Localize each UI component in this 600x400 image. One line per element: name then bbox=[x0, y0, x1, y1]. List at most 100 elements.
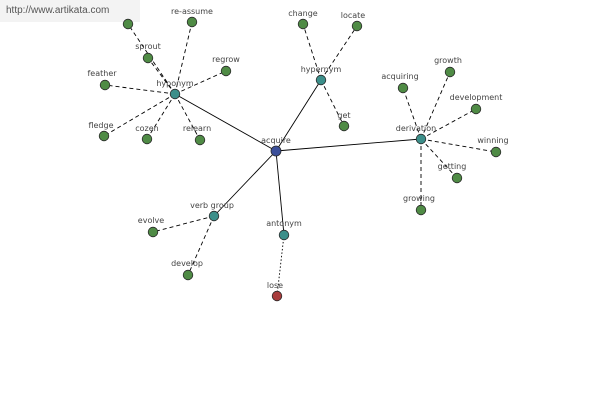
node-label-acquiring: acquiring bbox=[381, 72, 418, 81]
node-derivation[interactable]: derivation bbox=[396, 124, 436, 145]
edge-hyponym-sprout bbox=[147, 57, 176, 95]
node-label-re-assume: re-assume bbox=[171, 7, 213, 16]
node-getting[interactable]: getting bbox=[438, 162, 467, 184]
node-dot-evolve[interactable] bbox=[147, 226, 159, 238]
node-lose[interactable]: lose bbox=[267, 281, 283, 302]
node-feather[interactable]: feather bbox=[87, 69, 117, 91]
node-dot-re-assume[interactable] bbox=[186, 16, 198, 28]
node-dot-relearn[interactable] bbox=[194, 134, 206, 146]
edge-derivation-winning bbox=[420, 138, 497, 153]
nodes-layer: acquire hyponym hypernym derivation verb gro… bbox=[87, 7, 509, 302]
node-label-verb-group: verb group bbox=[190, 201, 234, 210]
node-label-antonym: antonym bbox=[266, 219, 302, 228]
node-label-fledge: fledge bbox=[88, 121, 113, 130]
node-label-growth: growth bbox=[434, 56, 462, 65]
node-label-regrow: regrow bbox=[212, 55, 240, 64]
node-acquiring[interactable]: acquiring bbox=[381, 72, 419, 94]
node-dot-growing[interactable] bbox=[415, 204, 427, 216]
node-dot-hypernym[interactable] bbox=[315, 74, 327, 86]
node-label-development: development bbox=[450, 93, 503, 102]
edge-acquire-verb_group bbox=[213, 150, 277, 217]
node-label-hyponym: hyponym bbox=[156, 79, 194, 88]
node-develop[interactable]: develop bbox=[171, 259, 203, 281]
edge-derivation-development bbox=[420, 108, 477, 140]
node-dot-acquiring[interactable] bbox=[397, 82, 409, 94]
node-sprout[interactable]: sprout bbox=[135, 42, 161, 64]
node-dot-acquire[interactable] bbox=[270, 145, 282, 157]
node-label-acquire: acquire bbox=[261, 136, 291, 145]
node-label-change: change bbox=[288, 9, 318, 18]
edge-hyponym-cozen bbox=[146, 93, 176, 140]
node-label-evolve: evolve bbox=[138, 216, 165, 225]
node-label-lose: lose bbox=[267, 281, 283, 290]
node-re-assume[interactable]: re-assume bbox=[171, 7, 213, 28]
node-dot-hypo-top[interactable] bbox=[122, 18, 134, 30]
edge-hyponym-re_assume bbox=[174, 21, 193, 95]
node-development[interactable]: development bbox=[450, 93, 503, 115]
edge-acquire-hyponym bbox=[174, 93, 277, 152]
node-verb-group[interactable]: verb group bbox=[190, 201, 234, 222]
node-label-feather: feather bbox=[87, 69, 117, 78]
node-dot-growth[interactable] bbox=[444, 66, 456, 78]
edge-acquire-antonym bbox=[275, 150, 285, 236]
node-hyponym[interactable]: hyponym bbox=[156, 79, 194, 100]
node-locate[interactable]: locate bbox=[341, 11, 366, 32]
node-label-sprout: sprout bbox=[135, 42, 160, 51]
edge-acquire-hypernym bbox=[275, 79, 322, 152]
node-dot-antonym[interactable] bbox=[278, 229, 290, 241]
node-dot-cozen[interactable] bbox=[141, 133, 153, 145]
edge-hyponym-relearn bbox=[174, 93, 201, 141]
edge-acquire-derivation bbox=[275, 138, 422, 152]
edge-derivation-acquiring bbox=[402, 87, 422, 140]
edge-derivation-getting bbox=[420, 138, 458, 179]
node-regrow[interactable]: regrow bbox=[212, 55, 240, 77]
node-cozen[interactable]: cozen bbox=[135, 124, 159, 145]
node-change[interactable]: change bbox=[288, 9, 318, 30]
node-hypernym[interactable]: hypernym bbox=[301, 65, 342, 86]
node-evolve[interactable]: evolve bbox=[138, 216, 165, 238]
node-growth[interactable]: growth bbox=[434, 56, 462, 78]
node-dot-getting[interactable] bbox=[451, 172, 463, 184]
node-label-relearn: relearn bbox=[183, 124, 211, 133]
node-dot-feather[interactable] bbox=[99, 79, 111, 91]
edge-hypernym-change bbox=[302, 23, 322, 81]
node-winning[interactable]: winning bbox=[477, 136, 509, 158]
node-fledge[interactable]: fledge bbox=[88, 121, 114, 142]
node-dot-get[interactable] bbox=[338, 120, 350, 132]
node-dot-sprout[interactable] bbox=[142, 52, 154, 64]
node-dot-winning[interactable] bbox=[490, 146, 502, 158]
watermark-url: http://www.artikata.com bbox=[0, 0, 140, 22]
edges-layer bbox=[103, 21, 497, 297]
node-dot-hyponym[interactable] bbox=[169, 88, 181, 100]
edge-hypernym-locate bbox=[320, 25, 358, 81]
node-dot-development[interactable] bbox=[470, 103, 482, 115]
node-antonym[interactable]: antonym bbox=[266, 219, 302, 241]
node-dot-fledge[interactable] bbox=[98, 130, 110, 142]
node-growing[interactable]: growing bbox=[403, 194, 435, 216]
node-dot-develop[interactable] bbox=[182, 269, 194, 281]
node-label-locate: locate bbox=[341, 11, 366, 20]
edge-hyponym-regrow bbox=[174, 70, 227, 95]
node-label-derivation: derivation bbox=[396, 124, 436, 133]
edge-verb_group-develop bbox=[187, 215, 215, 276]
node-label-develop: develop bbox=[171, 259, 203, 268]
node-dot-change[interactable] bbox=[297, 18, 309, 30]
node-hypo-top[interactable] bbox=[122, 18, 134, 30]
node-label-growing: growing bbox=[403, 194, 435, 203]
node-label-cozen: cozen bbox=[135, 124, 158, 133]
node-dot-lose[interactable] bbox=[271, 290, 283, 302]
node-dot-verb-group[interactable] bbox=[208, 210, 220, 222]
edge-hypernym-get bbox=[320, 79, 345, 127]
node-label-getting: getting bbox=[438, 162, 467, 171]
node-relearn[interactable]: relearn bbox=[183, 124, 211, 146]
node-dot-locate[interactable] bbox=[351, 20, 363, 32]
node-dot-regrow[interactable] bbox=[220, 65, 232, 77]
node-label-hypernym: hypernym bbox=[301, 65, 342, 74]
edge-derivation-growth bbox=[420, 71, 451, 140]
node-label-winning: winning bbox=[477, 136, 508, 145]
node-acquire[interactable]: acquire bbox=[261, 136, 291, 157]
node-dot-derivation[interactable] bbox=[415, 133, 427, 145]
node-label-get: get bbox=[337, 111, 350, 120]
node-get[interactable]: get bbox=[337, 111, 351, 132]
